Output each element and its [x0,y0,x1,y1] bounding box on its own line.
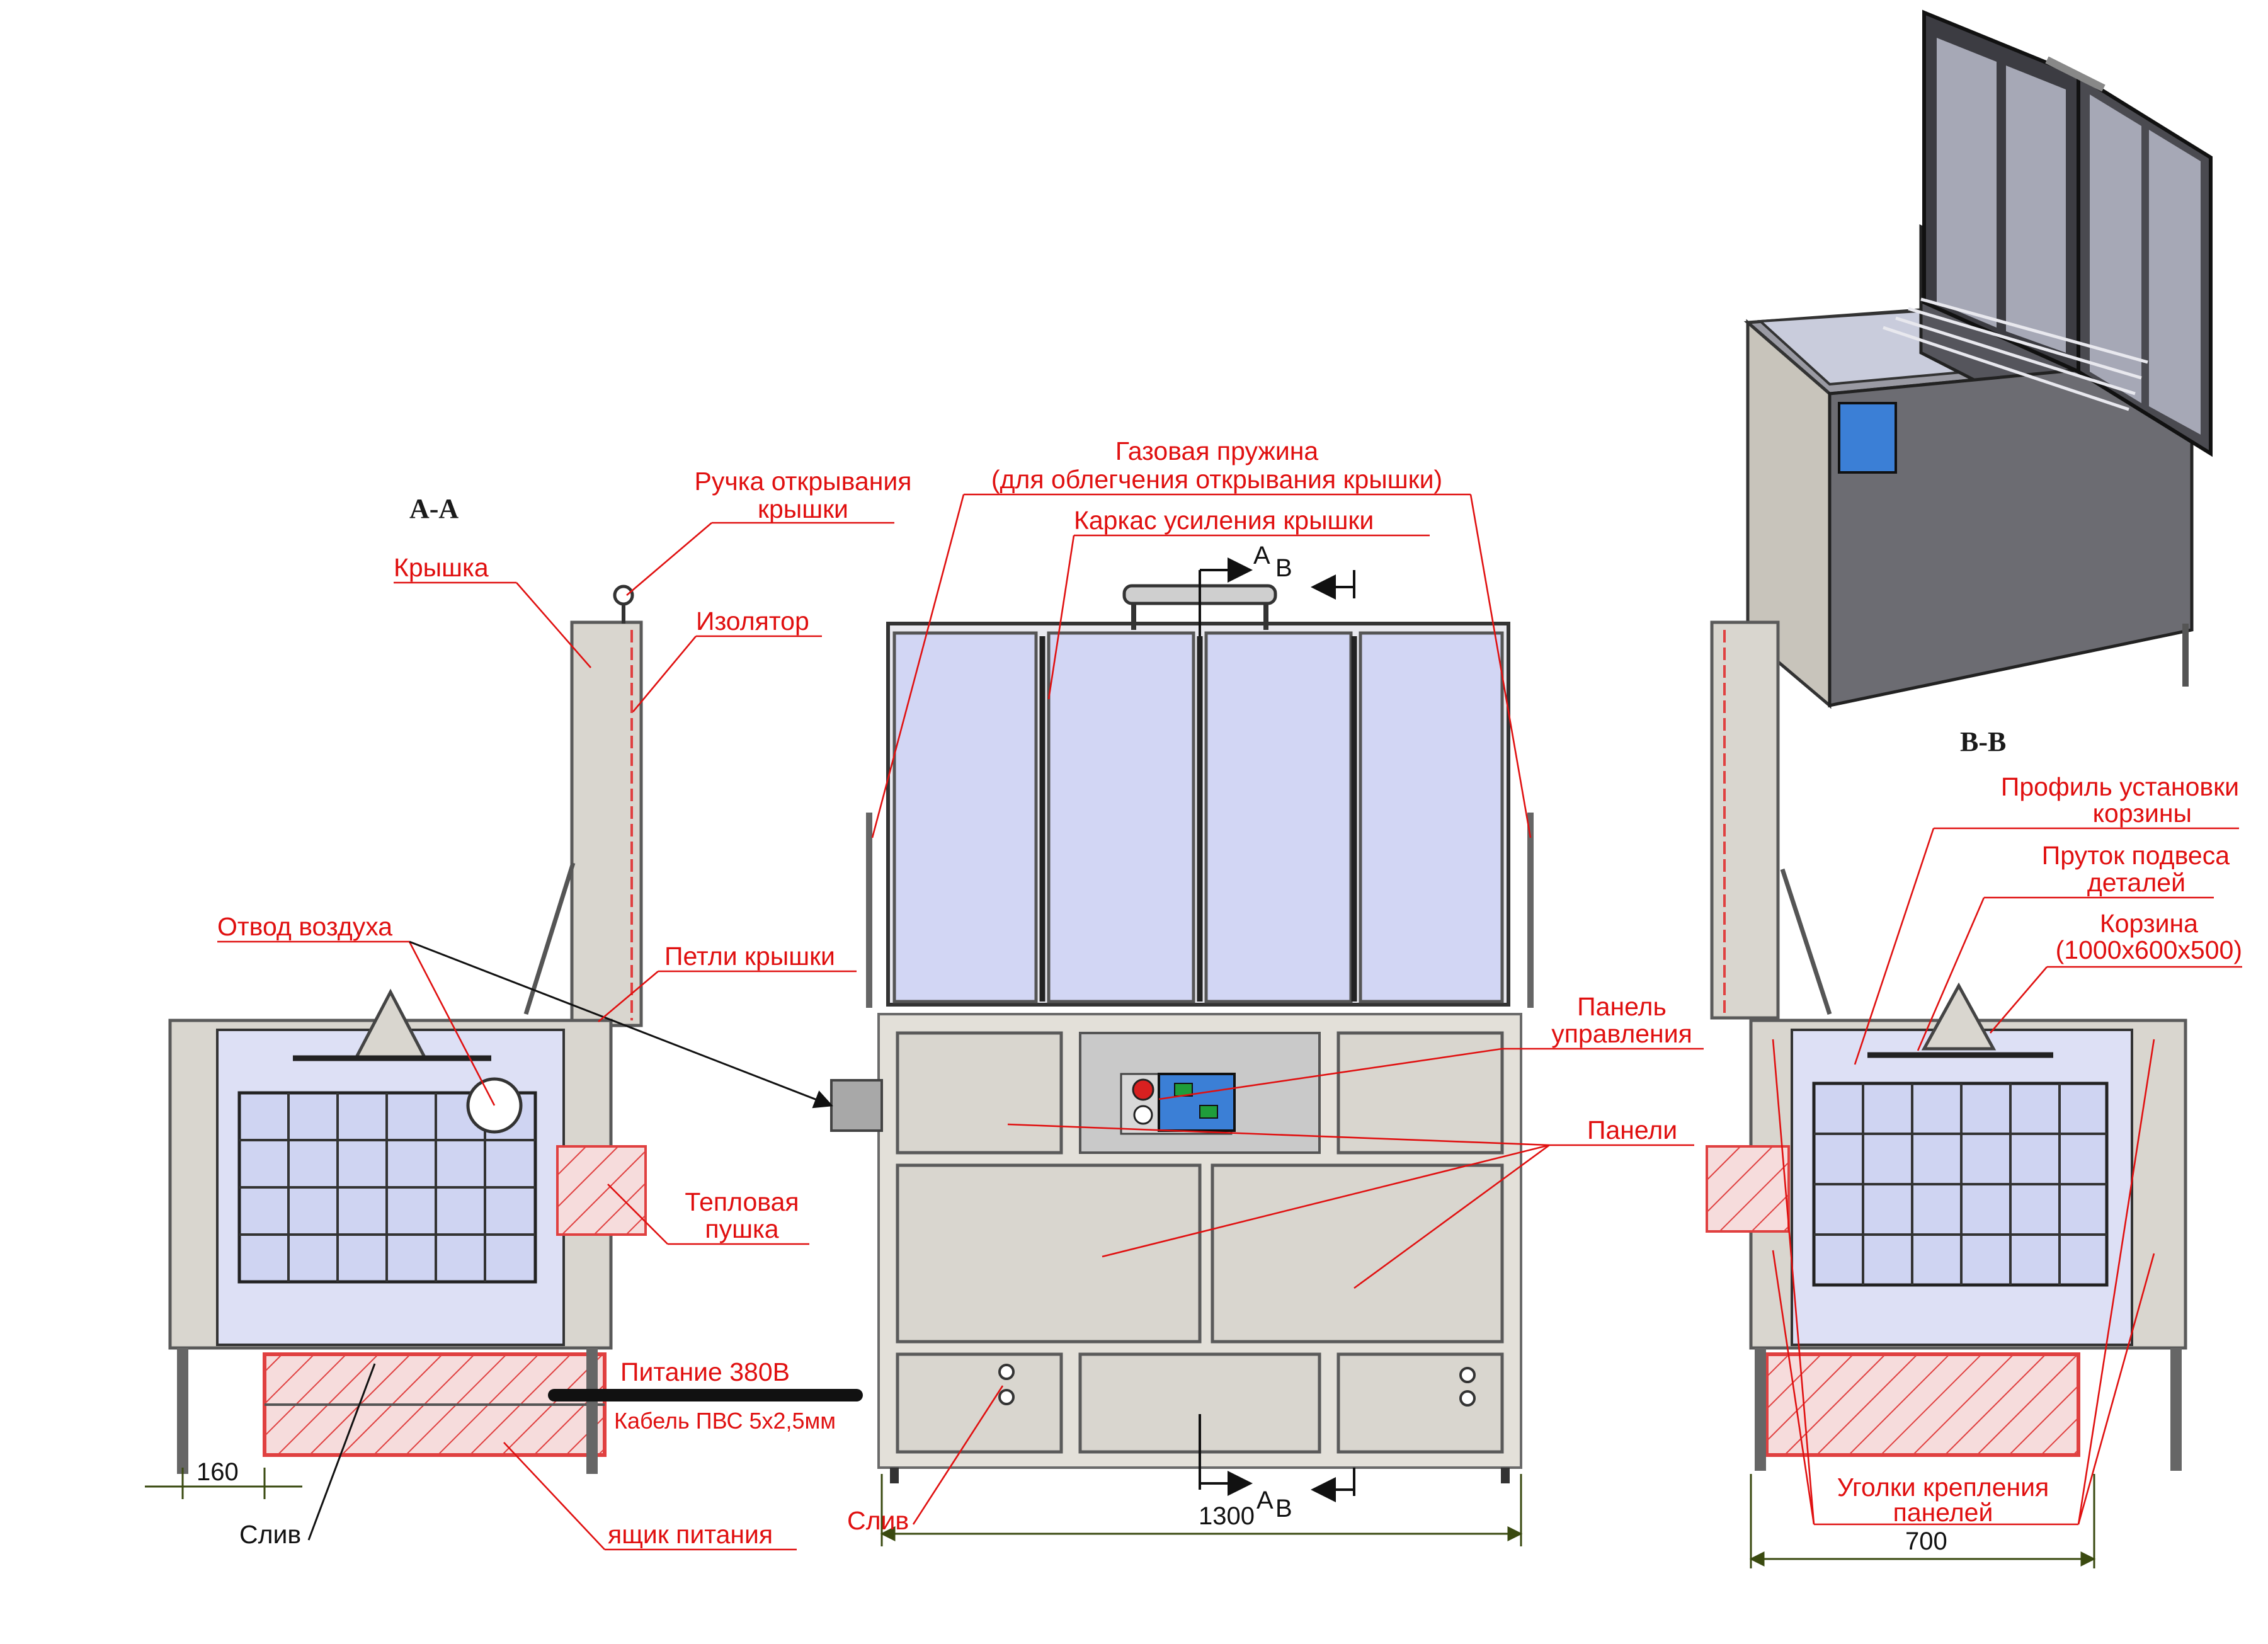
label-basket-1: Корзина [2100,909,2198,938]
section-bb-title: B-B [1960,726,2006,757]
dim-offset: 160 [197,1458,239,1486]
label-cable: Кабель ПВС 5х2,5мм [614,1408,836,1434]
labels: Газовая пружина (для облегчения открыван… [217,437,2242,1549]
isometric-view [1743,9,2213,709]
label-heat-gun-1: Тепловая [685,1187,799,1216]
label-air-outlet: Отвод воздуха [217,912,392,941]
label-basket-profile-2: корзины [2093,799,2192,828]
label-panels: Панели [1587,1116,1677,1145]
label-lid-handle-1: Ручка открывания [695,467,912,496]
label-corners-1: Уголки крепления [1837,1473,2049,1502]
dim-depth: 700 [1905,1527,1947,1555]
marker-a-top: A [1253,542,1270,569]
label-control-panel-1: Панель [1577,992,1667,1021]
label-lid-handle-2: крышки [758,494,848,523]
section-aa-view: A-A [168,493,863,1474]
label-control-panel-2: управления [1551,1019,1692,1048]
marker-a-bottom: A [1257,1487,1274,1514]
label-lid-hinges: Петли крышки [664,942,835,971]
leader-lines [217,493,2242,1551]
section-bb-view: B-B [1706,620,2187,1471]
section-aa-title: A-A [409,493,459,524]
label-rod-1: Пруток подвеса [2042,841,2230,870]
dim-width: 1300 [1199,1502,1255,1530]
front-view [830,584,1534,1483]
label-rod-2: деталей [2087,868,2185,897]
label-drain-left: Слив [239,1520,301,1549]
label-drain-center: Слив [847,1506,909,1535]
section-markers: A B A B [1199,542,1355,1522]
dimensions: 160 1300 700 [145,1458,2096,1568]
label-gas-spring-1: Газовая пружина [1115,437,1319,465]
marker-b-bottom: B [1275,1495,1292,1522]
label-insulator: Изолятор [696,607,809,636]
marker-b-top: B [1275,554,1292,582]
label-heat-gun-2: пушка [705,1214,778,1243]
label-basket-profile-1: Профиль установки [2001,772,2239,801]
label-corners-2: панелей [1893,1498,1993,1527]
label-gas-spring-2: (для облегчения открывания крышки) [991,465,1442,494]
label-power: Питание 380В [620,1357,790,1386]
label-lid: Крышка [394,553,489,582]
label-basket-2: (1000х600х500) [2056,935,2242,964]
label-power-box: ящик питания [608,1520,773,1549]
label-lid-frame: Каркас усиления крышки [1074,506,1374,535]
